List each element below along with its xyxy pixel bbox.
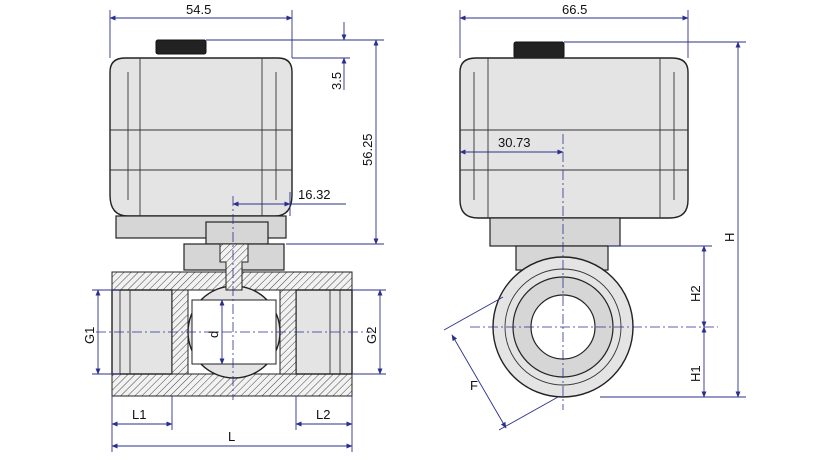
label-g2: G2 [364, 327, 379, 344]
dim-side-lower-height: H1 [688, 326, 707, 398]
dim-front-bore: d [206, 299, 225, 365]
side-view: 66.5 30.73 H H2 H1 F [443, 2, 746, 431]
dim-front-inlet: G1 [82, 289, 120, 375]
dim-side-upper-height: H2 [608, 245, 712, 328]
front-valve-body [111, 243, 353, 397]
front-stem [219, 243, 249, 291]
label-h: H [722, 233, 737, 242]
side-housing-edges [460, 58, 688, 218]
label-d: d [206, 331, 221, 338]
side-actuator-base [489, 217, 621, 247]
label-3-5: 3.5 [329, 72, 344, 90]
dim-side-flat: F [443, 296, 559, 431]
label-66-5: 66.5 [562, 2, 587, 17]
label-h1: H1 [688, 365, 703, 382]
dim-front-actuator-height: 56.25 [206, 39, 384, 245]
label-56-25: 56.25 [360, 133, 375, 166]
front-housing-edges [110, 58, 292, 216]
label-l1: L1 [132, 407, 146, 422]
label-h2: H2 [688, 285, 703, 302]
dim-front-lengths: L1 L2 L [111, 396, 353, 452]
label-54-5: 54.5 [186, 2, 211, 17]
label-l2: L2 [316, 407, 330, 422]
dim-side-total-height: H [564, 41, 746, 398]
front-view: 54.5 3.5 56.25 16.32 [82, 2, 386, 452]
dim-side-width: 66.5 [459, 2, 689, 58]
dim-front-stem-offset: 16.32 [232, 187, 346, 216]
front-manual-knob [155, 39, 207, 55]
front-actuator-housing [109, 57, 293, 217]
dim-side-offset: 30.73 [459, 135, 564, 155]
label-16-32: 16.32 [298, 187, 331, 202]
label-30-73: 30.73 [498, 135, 531, 150]
label-l: L [228, 429, 235, 444]
label-f: F [470, 378, 478, 393]
dim-front-width: 54.5 [109, 2, 293, 58]
front-coupling [205, 221, 269, 245]
front-actuator [109, 39, 293, 245]
side-actuator-housing [459, 57, 689, 219]
side-actuator [459, 41, 689, 271]
label-g1: G1 [82, 327, 97, 344]
dim-front-outlet: G2 [352, 289, 386, 375]
side-manual-knob [513, 41, 565, 59]
